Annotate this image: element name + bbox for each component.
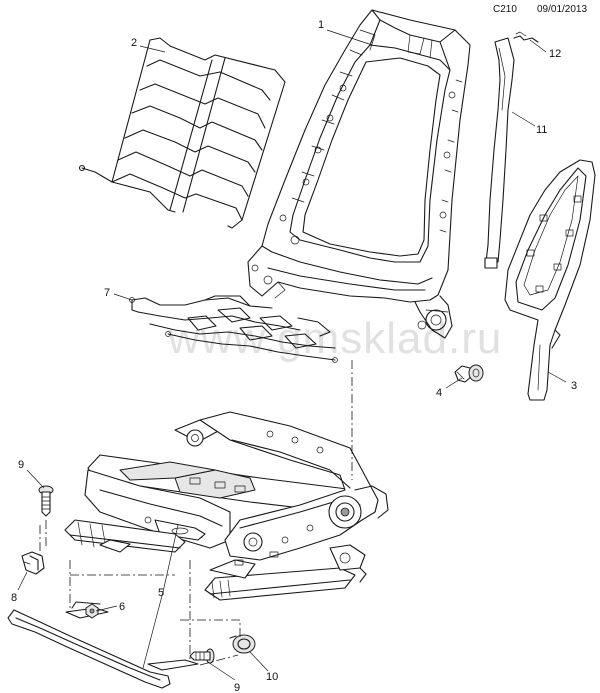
callout-5: 5 bbox=[158, 587, 164, 599]
part-6-nut bbox=[85, 603, 99, 619]
diagram-code: C210 bbox=[493, 4, 517, 15]
part-1-seat-back-frame bbox=[247, 9, 471, 339]
callout-leaders bbox=[17, 29, 567, 681]
part-4-bolt bbox=[454, 364, 484, 383]
assembly-alignment-lines bbox=[39, 360, 353, 666]
part-3-side-trim-panel bbox=[504, 159, 596, 401]
callout-4: 4 bbox=[436, 387, 442, 399]
part-2-wire-spring-mat bbox=[78, 37, 286, 229]
callout-11: 11 bbox=[536, 124, 547, 136]
watermark-text: www.gmsklad.ru bbox=[167, 314, 502, 363]
seat-rails bbox=[64, 519, 367, 601]
part-7-cushion-wire-mat bbox=[129, 295, 338, 363]
callout-2: 2 bbox=[131, 37, 137, 49]
part-11-trim-strip bbox=[484, 37, 515, 269]
part-10-cap bbox=[229, 634, 256, 654]
callout-12: 12 bbox=[549, 48, 561, 60]
part-8-clip bbox=[21, 551, 45, 575]
callout-10: 10 bbox=[266, 671, 278, 683]
callout-6: 6 bbox=[119, 601, 125, 613]
diagram-date: 09/01/2013 bbox=[537, 4, 587, 15]
part-12-clip bbox=[513, 31, 539, 43]
callout-labels: 1 2 3 4 5 6 7 8 9 9 10 11 12 bbox=[11, 19, 577, 693]
part-9-bolt-upper bbox=[38, 485, 54, 517]
callout-7: 7 bbox=[104, 287, 110, 299]
callout-9-lower: 9 bbox=[234, 682, 240, 693]
part-5-cross-tube bbox=[7, 601, 199, 689]
part-9-bolt-lower bbox=[189, 648, 215, 664]
callout-1: 1 bbox=[318, 19, 324, 31]
callout-3: 3 bbox=[571, 380, 577, 392]
callout-8: 8 bbox=[11, 592, 17, 604]
callout-9-upper: 9 bbox=[18, 459, 24, 471]
